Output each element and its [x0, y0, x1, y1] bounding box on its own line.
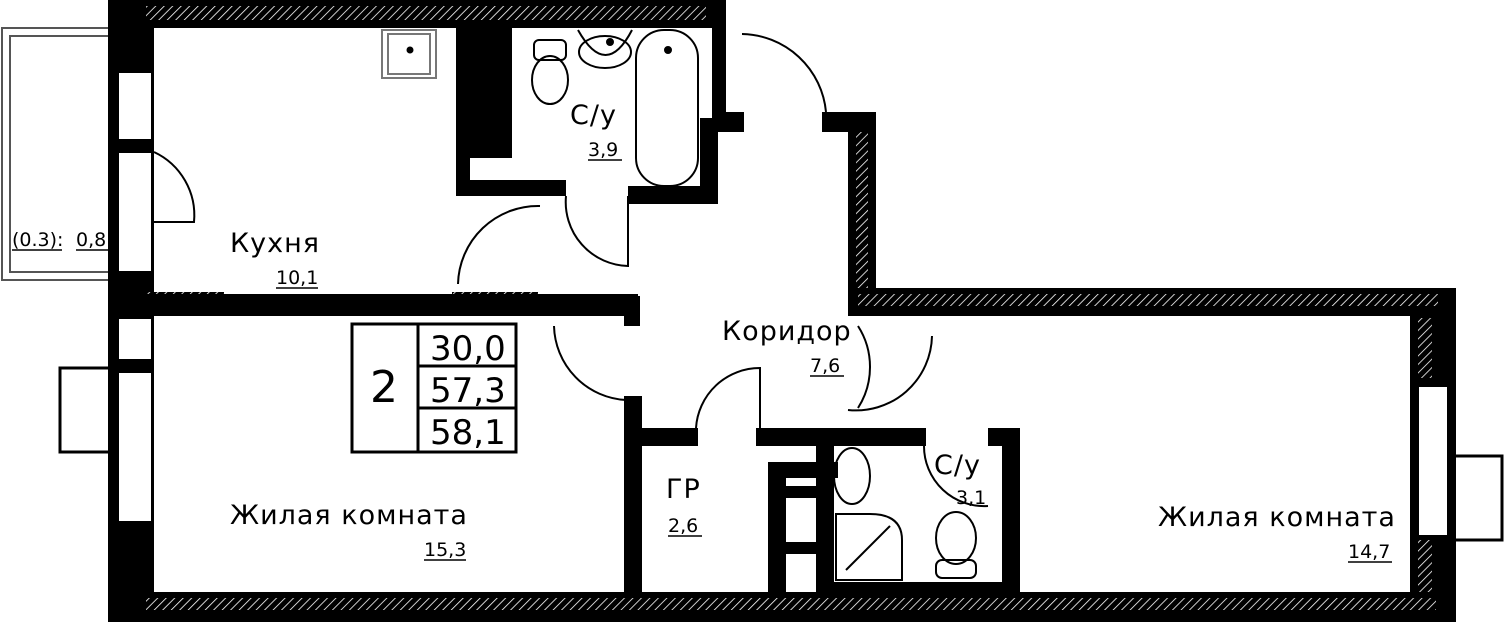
info-total-with-balcony: 58,1 — [430, 413, 506, 453]
interior-walls — [140, 20, 1020, 596]
living-right-name: Жилая комната — [1158, 502, 1396, 533]
bath2-area: 3,1 — [956, 487, 986, 509]
dressing-name: ГР — [666, 474, 701, 505]
corridor-name: Коридор — [722, 316, 852, 347]
fixtures — [381, 29, 977, 581]
info-total-area: 57,3 — [430, 371, 506, 411]
dressing-area: 2,6 — [668, 515, 698, 537]
apartment-info-box — [350, 322, 518, 454]
bath2-name: С/у — [934, 450, 981, 481]
balcony-coef: (0.3): — [12, 229, 63, 251]
kitchen-name: Кухня — [230, 228, 320, 259]
living-left-name: Жилая комната — [230, 500, 468, 531]
bath1-area: 3,9 — [588, 139, 618, 161]
living-left-area: 15,3 — [424, 539, 466, 561]
bath1-name: С/у — [570, 100, 617, 131]
corridor-area: 7,6 — [810, 355, 840, 377]
kitchen-area: 10,1 — [276, 267, 318, 289]
window-left-upper — [117, 71, 1449, 537]
info-box-values: 2 30,0 57,3 58,1 — [370, 329, 506, 453]
balcony-area: 0,8 — [76, 229, 106, 251]
info-rooms: 2 — [370, 362, 398, 413]
doors — [153, 33, 989, 508]
living-right-area: 14,7 — [1348, 541, 1390, 563]
info-living-area: 30,0 — [430, 329, 506, 369]
room-labels: Кухня 10,1 С/у 3,9 Коридор 7,6 ГР 2,6 С/… — [12, 100, 1396, 563]
area-underlines — [12, 159, 1392, 563]
